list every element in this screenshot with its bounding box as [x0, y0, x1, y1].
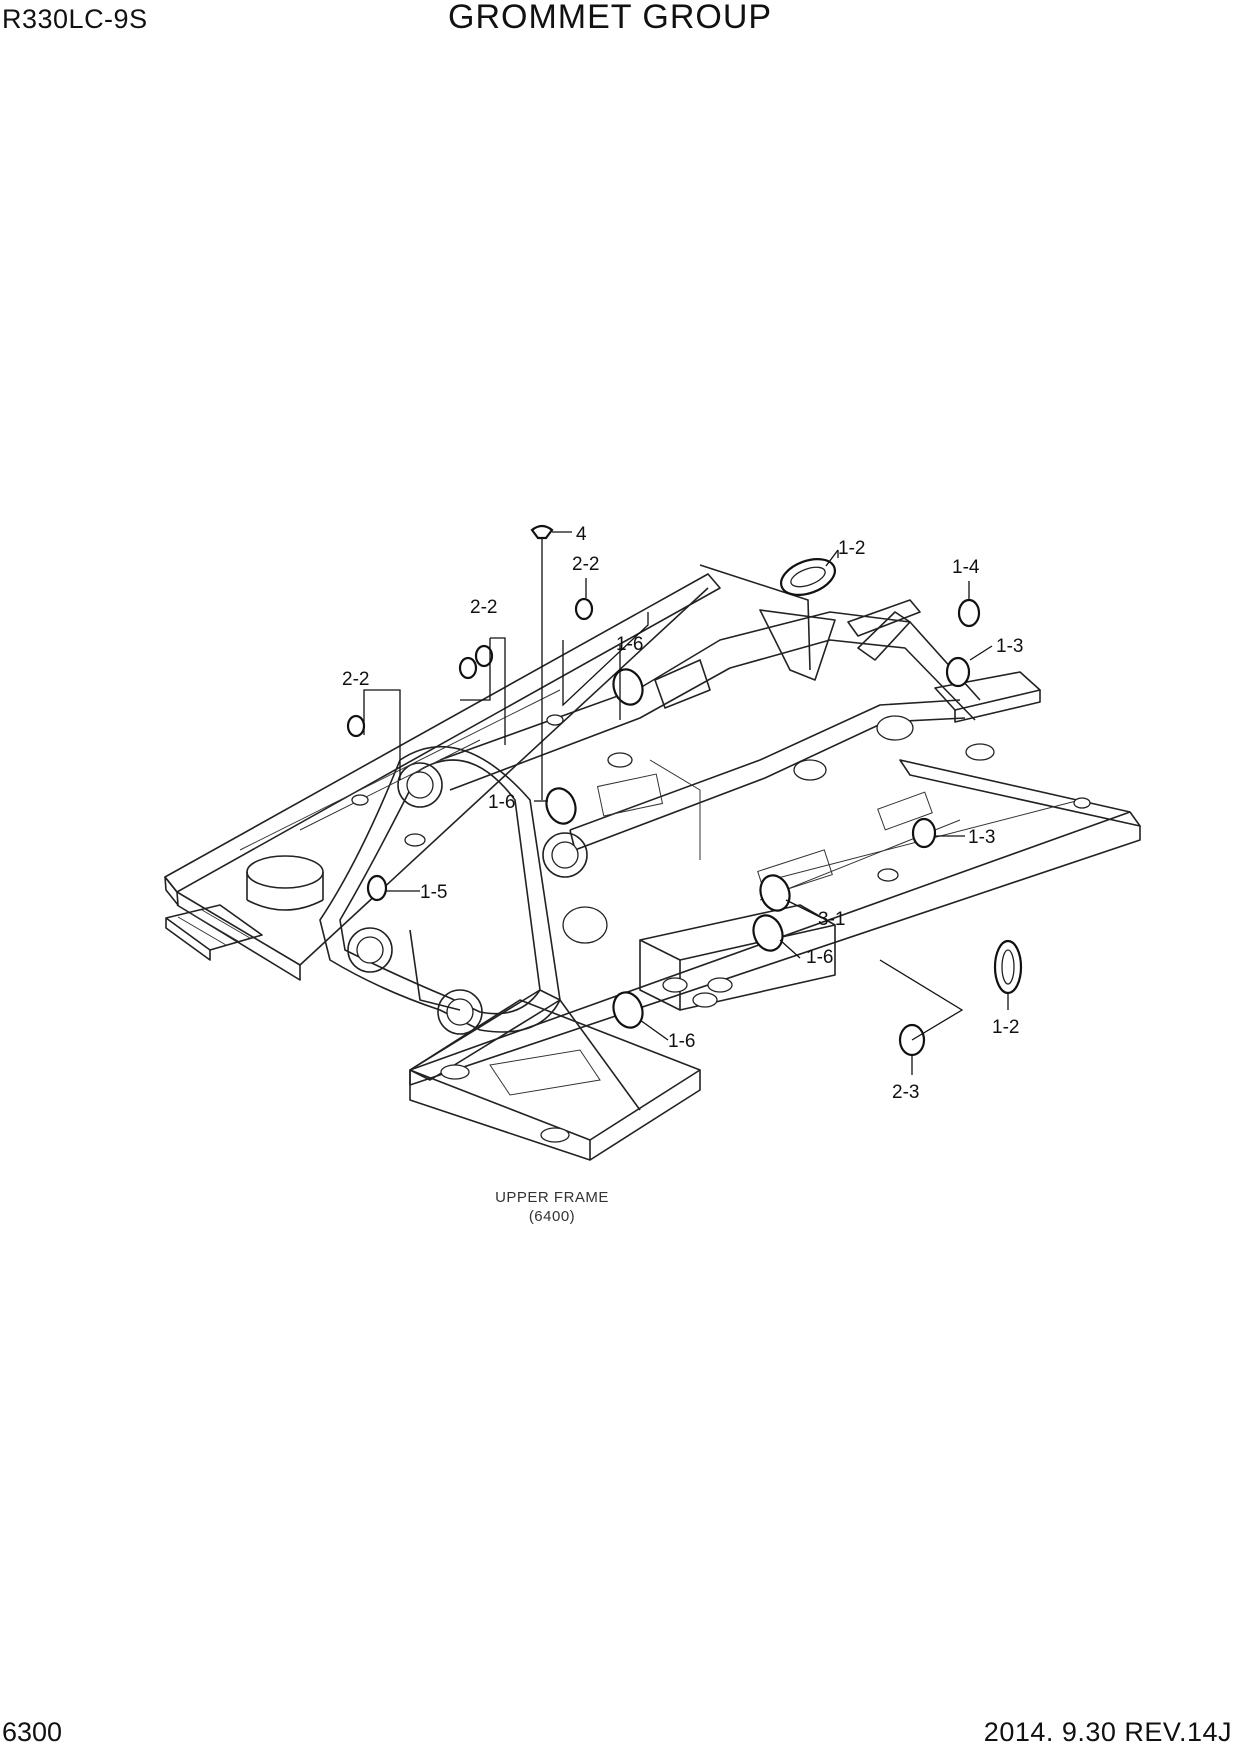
- model-number: R330LC-9S: [2, 4, 148, 34]
- callout-1-3-top: 1-3: [996, 636, 1023, 657]
- callouts: 4 2-2 1-2 1-4 2-2 1-6 1-3 2-2 1-6 1-3 1-…: [342, 524, 1023, 1103]
- upper-frame-drawing: [164, 564, 1141, 1161]
- caption-upper-frame: UPPER FRAME: [495, 1189, 609, 1206]
- grommet-1-3-mid: [911, 817, 937, 849]
- revision-info: 2014. 9.30 REV.14J: [983, 1717, 1232, 1747]
- callout-1-2-low: 1-2: [992, 1017, 1019, 1038]
- page-number: 6300: [2, 1717, 63, 1747]
- grommet-1-6-mid: [545, 787, 577, 825]
- callout-1-6-bottom: 1-6: [668, 1031, 695, 1052]
- callout-3-1: 3-1: [818, 909, 845, 930]
- callout-2-2-top: 2-2: [572, 554, 599, 575]
- page-title: GROMMET GROUP: [448, 0, 773, 36]
- grommet-1-6-low: [752, 914, 784, 952]
- callout-1-5: 1-5: [420, 882, 447, 903]
- callout-4: 4: [576, 524, 587, 545]
- grommet-3-1: [759, 874, 791, 912]
- callout-2-3: 2-3: [892, 1082, 919, 1103]
- grommet-2-2-mid-b: [474, 644, 494, 668]
- grommet-1-6-bottom: [612, 991, 644, 1029]
- grommet-2-2-left: [346, 714, 366, 738]
- callout-1-6-top: 1-6: [616, 634, 643, 655]
- grommets: [346, 524, 1023, 1057]
- callout-1-3-mid: 1-3: [968, 827, 995, 848]
- plug-4: [530, 524, 554, 540]
- grommet-2-2-mid-a: [458, 656, 478, 680]
- caption-upper-frame-ref: (6400): [529, 1208, 575, 1225]
- grommet-1-3-top: [945, 656, 971, 688]
- grommet-1-6-top: [612, 668, 644, 706]
- callout-1-6-mid: 1-6: [488, 792, 515, 813]
- grommet-1-4: [957, 598, 981, 628]
- callout-1-2-top: 1-2: [838, 538, 865, 559]
- callout-1-6-low: 1-6: [806, 947, 833, 968]
- grommet-1-5: [366, 874, 388, 902]
- callout-2-2-left: 2-2: [342, 669, 369, 690]
- callout-1-4: 1-4: [952, 557, 980, 578]
- callout-2-2-mid: 2-2: [470, 597, 497, 618]
- leader-lines: [363, 531, 1009, 1075]
- grommet-2-2-top: [574, 597, 594, 621]
